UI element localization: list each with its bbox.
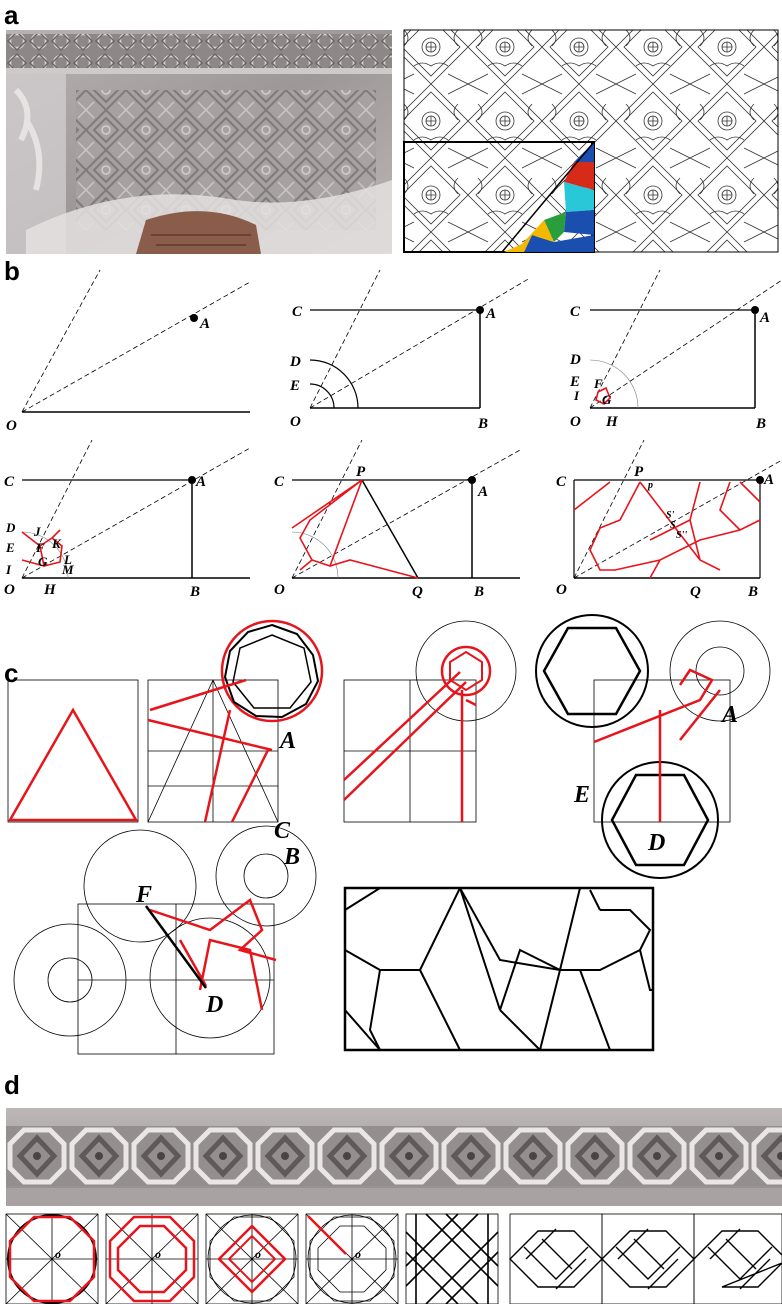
c-label-E: E	[573, 782, 590, 808]
c-label-D2: D	[205, 992, 223, 1018]
b4-label-D: D	[5, 520, 16, 535]
knotwork-construction-steps: o o o o	[5, 1213, 782, 1304]
knotwork-frieze-photo	[6, 1108, 782, 1206]
b4-label-C: C	[4, 474, 15, 490]
panel-label-d: d	[4, 1070, 20, 1100]
b6-label-P: P	[634, 464, 644, 480]
panel-label-c: c	[4, 658, 19, 688]
b2-label-O: O	[290, 414, 301, 430]
b6-label-C: C	[556, 474, 567, 490]
b5-label-A: A	[477, 484, 488, 500]
b4-label-K: K	[51, 536, 62, 551]
b6-label-S-double-prime: S''	[676, 530, 687, 541]
b4-label-A: A	[195, 474, 206, 490]
b2-label-D: D	[289, 354, 301, 370]
b1-label-A: A	[199, 316, 210, 332]
c-label-A2: A	[720, 702, 738, 728]
b1-label-O: O	[6, 418, 17, 434]
b2-label-E: E	[289, 378, 300, 394]
b3-label-D: D	[569, 352, 581, 368]
b4-label-O: O	[4, 582, 15, 598]
b2-label-C: C	[292, 304, 303, 320]
panel-label-b: b	[4, 256, 20, 286]
b4-label-F: F	[35, 540, 45, 555]
panel-label-a: a	[4, 0, 19, 30]
c-label-C: C	[274, 818, 291, 844]
b6-label-A: A	[763, 472, 774, 488]
b4-label-E: E	[5, 540, 15, 555]
b4-label-G: G	[38, 554, 48, 569]
b5-label-C: C	[274, 474, 285, 490]
b3-label-I: I	[573, 388, 580, 403]
b5-label-B: B	[473, 584, 484, 600]
b3-label-H: H	[605, 414, 619, 430]
d-center-label-3: o	[255, 1247, 261, 1261]
c-label-D1: D	[647, 830, 665, 856]
d-center-label-4: o	[355, 1247, 361, 1261]
d-center-label-2: o	[155, 1247, 161, 1261]
b5-label-P: P	[356, 464, 366, 480]
b4-label-B: B	[189, 584, 200, 600]
d-center-label-1: o	[55, 1247, 61, 1261]
stone-relief-photo	[6, 30, 392, 254]
b6-label-p: p	[647, 480, 653, 491]
b6-label-S: S	[670, 520, 676, 531]
b3-label-F: F	[593, 376, 603, 391]
b5-label-O: O	[274, 582, 285, 598]
b4-label-H: H	[43, 582, 57, 598]
b2-label-B: B	[477, 416, 488, 432]
b6-label-S-prime: S'	[666, 510, 675, 521]
b3-label-E: E	[569, 374, 580, 390]
b2-label-A: A	[485, 306, 496, 322]
b3-label-O: O	[570, 414, 581, 430]
b6-label-Q: Q	[690, 584, 701, 600]
b3-label-C: C	[570, 304, 581, 320]
b4-label-M: M	[61, 562, 74, 577]
construction-steps-c: A C B E A D F D	[7, 614, 771, 1055]
b3-label-A: A	[759, 310, 770, 326]
c-label-B: B	[283, 844, 300, 870]
b3-label-G: G	[602, 392, 612, 407]
c-label-F: F	[135, 882, 152, 908]
b4-label-J: J	[33, 524, 41, 539]
b4-label-I: I	[5, 562, 12, 577]
b6-label-O: O	[556, 582, 567, 598]
c-label-A1: A	[278, 728, 296, 754]
b3-label-B: B	[755, 416, 766, 432]
b6-label-B: B	[747, 584, 758, 600]
b4-label-L: L	[63, 552, 72, 567]
b5-label-Q: Q	[412, 584, 423, 600]
pattern-reconstruction	[403, 29, 779, 253]
construction-diagram-grid: A O C A D E O B C A D E F I G O H B C A …	[4, 269, 782, 600]
